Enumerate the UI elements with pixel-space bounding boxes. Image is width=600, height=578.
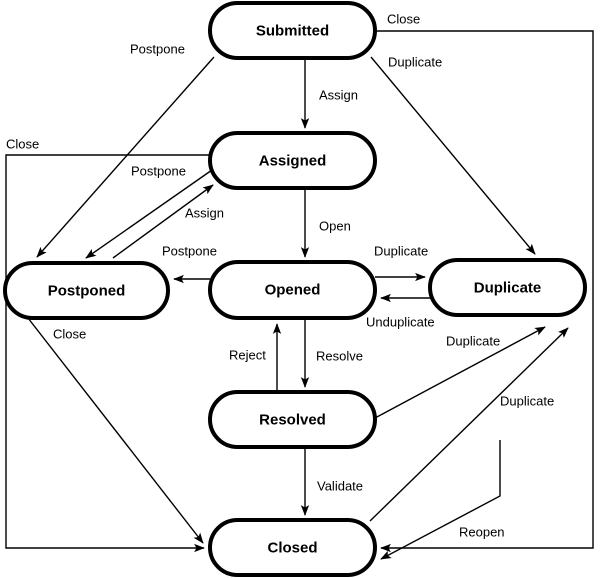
edge-line — [369, 327, 569, 522]
edge-assigned-closed: Close — [5, 136, 210, 553]
state-node-label: Opened — [265, 281, 321, 298]
edge-label-duplicate-submitted: Duplicate — [388, 54, 442, 69]
edge-opened-duplicate: Duplicate — [374, 243, 428, 282]
edge-duplicate-opened: Unduplicate — [366, 293, 435, 329]
state-node-postponed[interactable]: Postponed — [3, 261, 170, 320]
edge-line — [112, 184, 214, 259]
edge-label-postpone-assigned: Postpone — [131, 163, 186, 178]
state-node-label: Assigned — [259, 152, 327, 169]
edge-layer: Postpone Assign Close Duplicate Postpone… — [5, 11, 594, 560]
edge-resolved-closed: Validate — [300, 447, 363, 516]
edge-resolved-opened: Reject — [229, 323, 282, 392]
state-node-opened[interactable]: Opened — [208, 260, 377, 320]
state-node-label: Closed — [267, 539, 317, 556]
state-node-shape[interactable] — [208, 518, 377, 577]
state-node-shape[interactable] — [428, 258, 587, 317]
node-layer: Submitted Assigned Postponed Opened Dupl… — [3, 1, 587, 577]
state-node-label: Duplicate — [474, 279, 542, 296]
edge-assigned-postponed: Postpone — [85, 163, 213, 259]
state-node-shape[interactable] — [208, 260, 377, 320]
edge-submitted-duplicate: Duplicate — [370, 54, 536, 255]
edge-label-resolve: Resolve — [316, 348, 363, 363]
edge-label-assign-postponed: Assign — [185, 205, 224, 220]
state-node-assigned[interactable]: Assigned — [208, 131, 377, 190]
edge-label-unduplicate: Unduplicate — [366, 314, 435, 329]
edge-postponed-closed: Close — [27, 317, 204, 544]
edge-opened-resolved: Resolve — [300, 318, 363, 388]
edge-assigned-opened: Open — [300, 188, 351, 258]
edge-line — [374, 326, 546, 419]
state-node-label: Postponed — [48, 282, 126, 299]
edge-line — [27, 317, 204, 544]
edge-resolved-duplicate: Duplicate — [374, 326, 546, 419]
edge-label-postpone-submitted: Postpone — [130, 41, 185, 56]
state-node-shape[interactable] — [3, 261, 170, 320]
edge-postponed-assigned: Assign — [112, 184, 224, 259]
state-node-submitted[interactable]: Submitted — [208, 1, 377, 60]
state-node-label: Resolved — [259, 411, 326, 428]
edge-submitted-closed: Close — [375, 11, 594, 553]
edge-closed-duplicate: Duplicate — [369, 327, 569, 522]
state-node-shape[interactable] — [208, 1, 377, 60]
edge-label-open: Open — [319, 218, 351, 233]
edge-line — [36, 56, 215, 258]
edge-line — [375, 30, 594, 553]
edge-line — [370, 56, 536, 255]
edge-line — [380, 440, 501, 560]
edge-label-postpone-opened: Postpone — [162, 243, 217, 258]
edge-label-duplicate-resolved: Duplicate — [446, 333, 500, 348]
edge-label-assign-submitted: Assign — [319, 87, 358, 102]
edge-opened-postponed: Postpone — [162, 243, 217, 284]
state-node-label: Submitted — [256, 22, 329, 39]
edge-submitted-postponed: Postpone — [36, 41, 215, 258]
edge-label-close-postponed: Close — [53, 326, 86, 341]
edge-submitted-assigned: Assign — [300, 58, 358, 129]
state-node-closed[interactable]: Closed — [208, 518, 377, 577]
edge-label-duplicate-closed: Duplicate — [500, 393, 554, 408]
edge-duplicate-closed: Reopen — [380, 440, 505, 560]
edge-label-reject: Reject — [229, 347, 266, 362]
state-node-shape[interactable] — [208, 131, 377, 190]
edge-label-reopen: Reopen — [459, 524, 505, 539]
edge-line — [85, 169, 213, 259]
state-node-resolved[interactable]: Resolved — [208, 390, 377, 449]
edge-label-duplicate-opened: Duplicate — [374, 243, 428, 258]
edge-label-close-submitted: Close — [387, 11, 420, 26]
edge-line — [5, 154, 210, 553]
state-node-shape[interactable] — [208, 390, 377, 449]
state-node-duplicate[interactable]: Duplicate — [428, 258, 587, 317]
edge-label-close-assigned: Close — [6, 136, 39, 151]
edge-label-validate: Validate — [317, 478, 363, 493]
